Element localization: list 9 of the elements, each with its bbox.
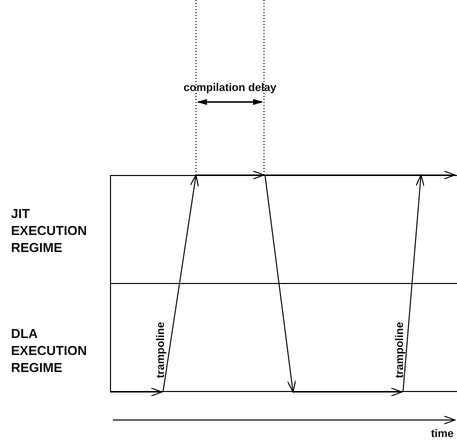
arrow: [162, 174, 199, 392]
edge-label: trampoline: [394, 322, 406, 378]
annotation-label: compilation delay: [184, 82, 276, 94]
arrow: [402, 174, 425, 392]
edge-label: trampoline: [155, 322, 168, 378]
lane-label: DLA EXECUTION REGIME: [11, 324, 88, 376]
lane-label: JIT EXECUTION REGIME: [11, 205, 88, 256]
annotation-label: time: [431, 428, 454, 440]
arrow: [264, 174, 296, 392]
